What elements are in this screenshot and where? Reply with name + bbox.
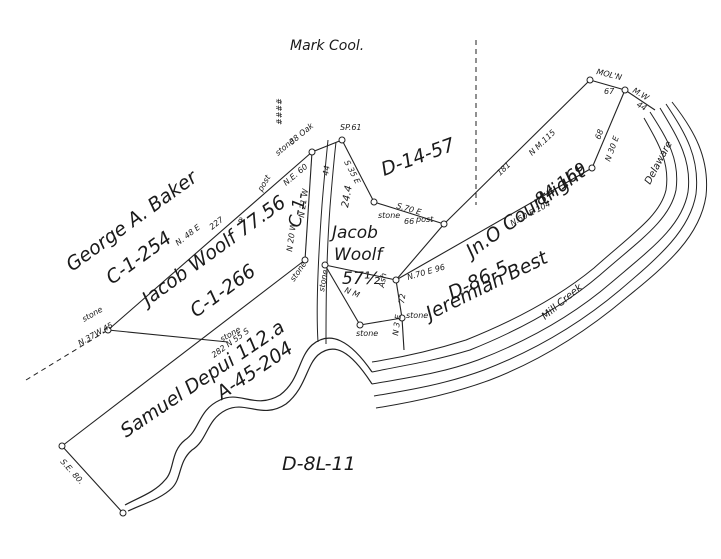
svg-text:44: 44 (635, 100, 648, 113)
svg-text:N.37W.45: N.37W.45 (77, 321, 115, 348)
hash-mark: #### (275, 98, 284, 125)
svg-text:N 21 W: N 21 W (297, 187, 310, 218)
svg-text:181: 181 (495, 160, 512, 177)
courtright-deed: D-14-57 (378, 134, 458, 181)
svg-text:SP.61: SP.61 (340, 123, 362, 132)
svg-text:S.E. 80.: S.E. 80. (59, 457, 86, 486)
corner-markers (58, 76, 629, 517)
svg-text:38 Oak: 38 Oak (288, 121, 316, 146)
svg-text:N 3 E: N 3 E (391, 313, 403, 336)
bottom-ref: D-8L-11 (282, 453, 356, 475)
creek (124, 139, 373, 512)
svg-text:67: 67 (604, 87, 615, 96)
woolf-note: a (238, 215, 243, 224)
boundaries (25, 40, 656, 514)
woolf2-owner-a: Jacob (329, 223, 378, 243)
top-owner: Mark Cool. (290, 38, 364, 54)
svg-text:post: post (255, 173, 272, 194)
woolf2-acres: 57½ (342, 269, 381, 289)
svg-text:Ash: Ash (377, 272, 389, 289)
svg-text:44: 44 (321, 165, 332, 177)
svg-text:66: 66 (404, 217, 414, 226)
svg-text:stone: stone (378, 211, 400, 220)
svg-text:N 30 E: N 30 E (603, 134, 621, 163)
svg-text:stone: stone (406, 311, 428, 320)
woolf2-owner-b: Woolf (334, 245, 385, 265)
depui-owner: Samuel Depui 112.a (116, 316, 288, 442)
svg-text:stone: stone (288, 260, 308, 283)
svg-text:S 35 E: S 35 E (342, 159, 362, 186)
svg-text:72: 72 (397, 293, 407, 304)
svg-text:N 20 W: N 20 W (285, 221, 298, 252)
svg-text:MOL'N: MOL'N (596, 67, 623, 82)
svg-text:post: post (415, 215, 434, 224)
river-delaware (371, 101, 708, 409)
svg-text:stone: stone (81, 305, 105, 324)
woolf2-top: 24.4 (340, 185, 355, 209)
svg-text:N.70 E 96: N.70 E 96 (406, 263, 446, 282)
svg-text:N M.115: N M.115 (527, 128, 557, 158)
svg-text:stone: stone (356, 329, 378, 338)
svg-text:68: 68 (593, 128, 605, 141)
best-owner: Jeremiah Best (419, 246, 553, 326)
svg-text:stone: stone (317, 269, 330, 292)
baker-bearing: N. 48 E (174, 222, 203, 247)
river-label-b: Mill Creek (540, 281, 586, 322)
